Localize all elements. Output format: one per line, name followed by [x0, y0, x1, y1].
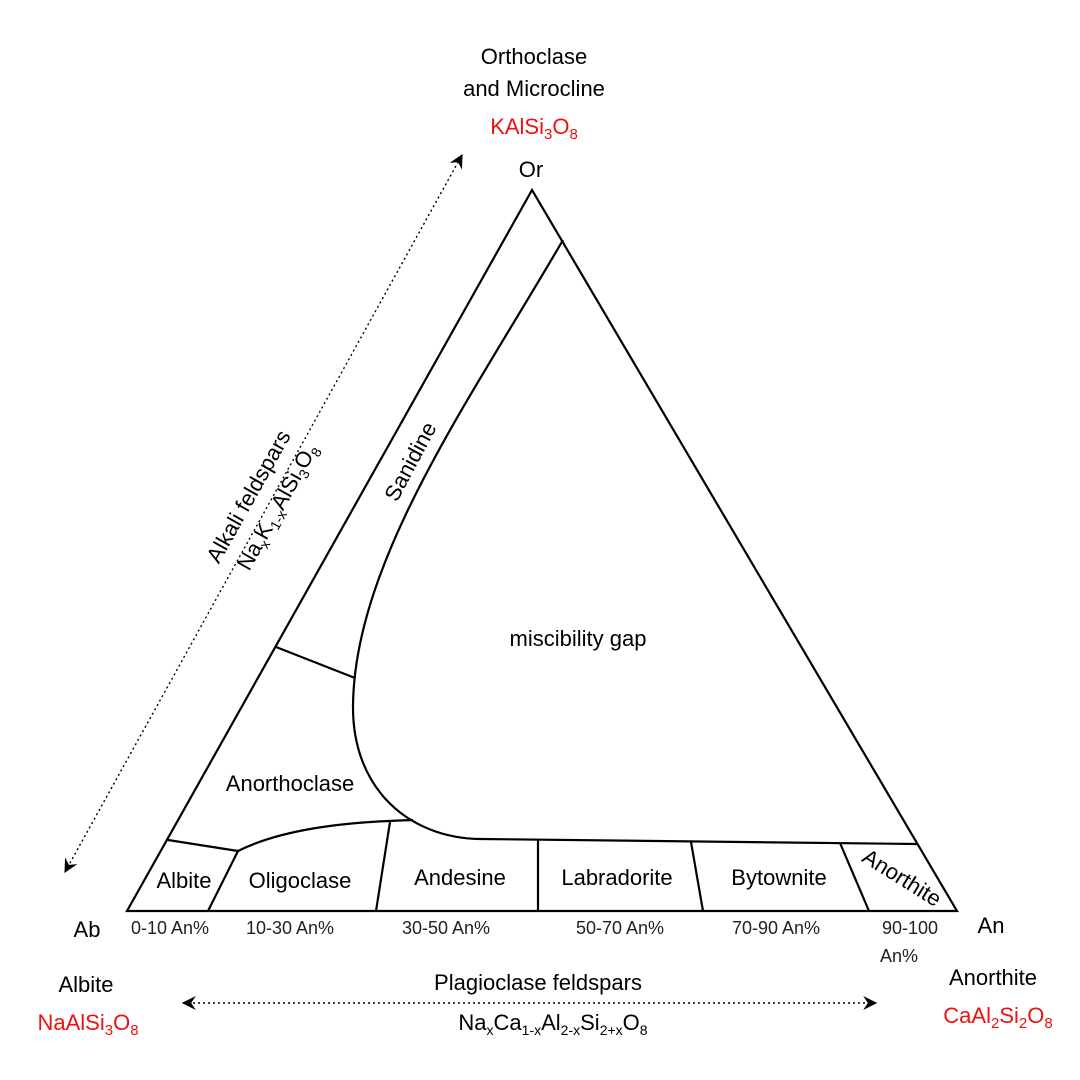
anorthite-vertex-name: Anorthite — [949, 965, 1037, 990]
bytownite-label: Bytownite — [731, 865, 826, 890]
albite-top-divider — [167, 838, 239, 853]
orthoclase-formula: KAlSi3O8 — [490, 114, 578, 143]
alkali-series-arrow — [64, 153, 463, 874]
bytownite-anorthite-divider — [838, 842, 871, 912]
labradorite-label: Labradorite — [561, 865, 672, 890]
range-albite: 0-10 An% — [131, 918, 209, 938]
miscibility-gap-label: miscibility gap — [510, 626, 647, 651]
range-labradorite: 50-70 An% — [576, 918, 664, 938]
anorthite-symbol: An — [978, 913, 1005, 938]
labradorite-bytownite-divider — [689, 841, 705, 912]
anorthoclase-label: Anorthoclase — [226, 771, 354, 796]
albite-oligoclase-divider — [207, 850, 239, 912]
plagioclase-series-formula: NaxCa1-xAl2-xSi2+xO8 — [458, 1010, 647, 1038]
orthoclase-symbol: Or — [519, 157, 543, 182]
solvus-curve — [351, 239, 918, 846]
range-anorthite-line2: An% — [880, 946, 918, 966]
albite-formula: NaAlSi3O8 — [37, 1010, 138, 1039]
range-andesine: 30-50 An% — [402, 918, 490, 938]
sanidine-anorthoclase-divider — [275, 645, 356, 680]
range-oligoclase: 10-30 An% — [246, 918, 334, 938]
range-bytownite: 70-90 An% — [732, 918, 820, 938]
plagioclase-series-name: Plagioclase feldspars — [434, 970, 642, 995]
oligoclase-label: Oligoclase — [249, 868, 352, 893]
orthoclase-name-line2: and Microcline — [463, 76, 605, 101]
range-anorthite-line1: 90-100 — [882, 918, 938, 938]
oligoclase-andesine-divider — [374, 821, 392, 912]
albite-region-label: Albite — [156, 868, 211, 893]
anorthite-formula: CaAl2Si2O8 — [943, 1003, 1052, 1032]
orthoclase-name-line1: Orthoclase — [481, 44, 587, 69]
albite-symbol: Ab — [74, 917, 101, 942]
albite-vertex-name: Albite — [58, 972, 113, 997]
anorthite-region-label: Anorthite — [858, 844, 946, 912]
andesine-label: Andesine — [414, 865, 506, 890]
